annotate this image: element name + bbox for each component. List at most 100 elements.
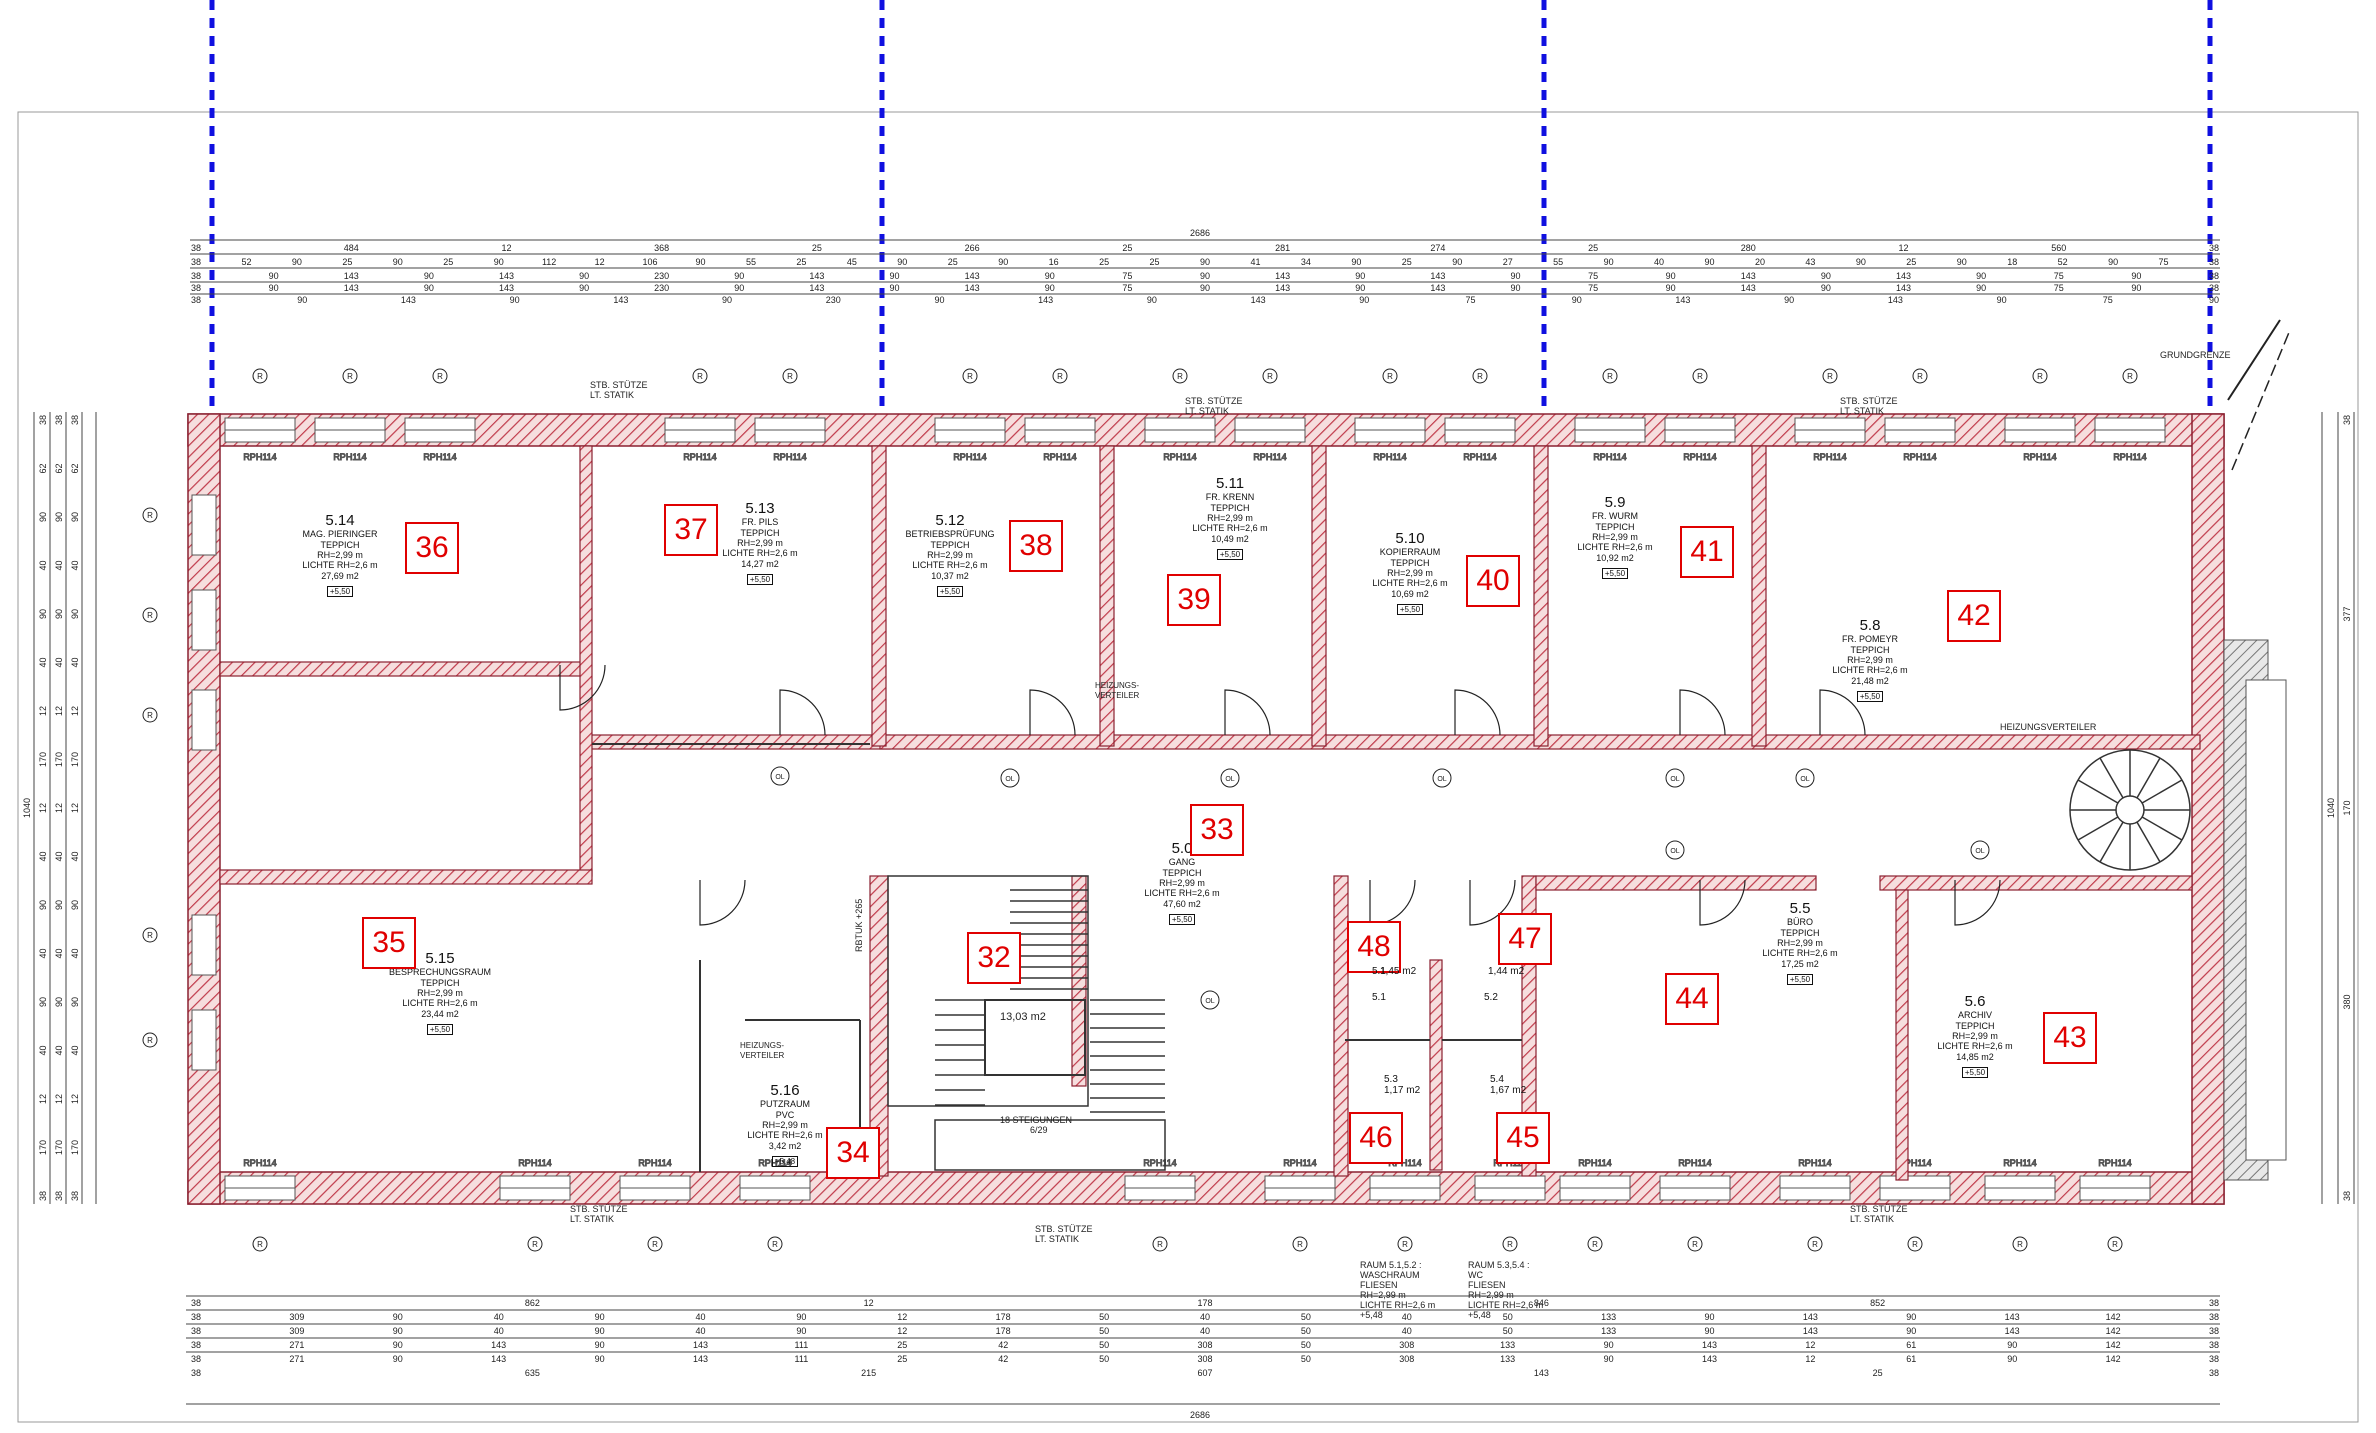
dim-bot-4: 90 <box>595 1340 605 1350</box>
dim-bot-6: 143 <box>1534 1368 1549 1378</box>
dim-left-3: 170 <box>70 1140 80 1155</box>
spiral-step <box>2136 821 2161 863</box>
window-code: RPH114 <box>638 1158 671 1168</box>
window-code: RPH114 <box>1143 1158 1176 1168</box>
dim-top-4: 230 <box>654 283 669 293</box>
dim-left-2: 62 <box>54 463 64 473</box>
dim-bot-5: 143 <box>693 1354 708 1364</box>
raum-note-a: FLIESEN <box>1360 1280 1398 1290</box>
dim-top-3: 90 <box>1200 271 1210 281</box>
dim-top-5: 90 <box>934 295 944 305</box>
ol-marker-label: OL <box>775 774 784 781</box>
dim-top-3: 90 <box>1355 271 1365 281</box>
dim-bot-5: 133 <box>1500 1354 1515 1364</box>
dim-bot-4: 90 <box>1604 1340 1614 1350</box>
raum-note-b: FLIESEN <box>1468 1280 1506 1290</box>
window-code: RPH114 <box>243 452 276 462</box>
stair-steps: 18 STEIGUNGEN <box>1000 1115 1072 1125</box>
r-marker <box>1692 368 1708 384</box>
dim-bot-2: 50 <box>1503 1312 1513 1322</box>
dim-bot-3: 12 <box>897 1326 907 1336</box>
r-marker-label: R <box>2127 372 2133 381</box>
window-code: RPH114 <box>333 452 366 462</box>
stb-label: STB. STÜTZE <box>1035 1224 1093 1234</box>
dim-top-5: 90 <box>1147 295 1157 305</box>
dim-top-5: 90 <box>1784 295 1794 305</box>
dim-bot-6: 38 <box>191 1368 201 1378</box>
dim-top-3: 90 <box>1045 271 1055 281</box>
r-marker <box>1807 1236 1823 1252</box>
r-marker-label: R <box>1697 372 1703 381</box>
dim-top-2: 90 <box>1604 257 1614 267</box>
ol-marker <box>1000 768 1020 788</box>
r-marker-label: R <box>1812 1240 1818 1249</box>
raum-note-a: RAUM 5.1,5.2 : <box>1360 1260 1422 1270</box>
r-marker-label: R <box>1267 372 1273 381</box>
dim-top-2: 43 <box>1805 257 1815 267</box>
dim-top-1: 266 <box>965 243 980 253</box>
dim-left-2: 170 <box>54 1140 64 1155</box>
dim-top-4: 75 <box>1122 283 1132 293</box>
dim-top-5: 38 <box>191 295 201 305</box>
dim-top-4: 90 <box>269 283 279 293</box>
dim-left-1: 12 <box>38 803 48 813</box>
dim-bot-5: 90 <box>2007 1354 2017 1364</box>
raum-note-b: RH=2,99 m <box>1468 1290 1514 1300</box>
dim-bot-3: 90 <box>595 1326 605 1336</box>
dim-top-5: 90 <box>510 295 520 305</box>
dim-bot-3: 90 <box>393 1326 403 1336</box>
dim-top-3: 143 <box>344 271 359 281</box>
dim-bot-5: 90 <box>393 1354 403 1364</box>
dim-left-2: 12 <box>54 803 64 813</box>
dim-left-2: 38 <box>54 415 64 425</box>
r-marker-label: R <box>2017 1240 2023 1249</box>
dim-bot-2: 133 <box>1601 1312 1616 1322</box>
dim-top-4: 90 <box>1045 283 1055 293</box>
room-badge: 38 <box>1009 520 1063 572</box>
window-code: RPH114 <box>1463 452 1496 462</box>
dim-bot-3: 142 <box>2106 1326 2121 1336</box>
room-badge: 42 <box>1947 590 2001 642</box>
dim-top-4: 143 <box>499 283 514 293</box>
dim-top-4: 143 <box>1430 283 1445 293</box>
room-badge: 40 <box>1466 555 1520 607</box>
r-marker-label: R <box>1607 372 1613 381</box>
dim-left-1: 90 <box>38 997 48 1007</box>
dim-bot-4: 133 <box>1500 1340 1515 1350</box>
dim-bot-1: 38 <box>2209 1298 2219 1308</box>
dim-bot-3: 50 <box>1301 1326 1311 1336</box>
stair-area: 13,03 m2 <box>1000 1011 1046 1023</box>
window-code: RPH114 <box>1813 452 1846 462</box>
stb-label: LT. STATIK <box>1840 406 1884 416</box>
stb-label: LT. STATIK <box>1185 406 1229 416</box>
dim-top-4: 90 <box>1200 283 1210 293</box>
dim-bot-4: 61 <box>1906 1340 1916 1350</box>
dim-bot-5: 90 <box>1604 1354 1614 1364</box>
dim-left-3: 90 <box>70 609 80 619</box>
r-marker-label: R <box>2112 1240 2118 1249</box>
room-badge: 43 <box>2043 1012 2097 1064</box>
dim-bot-2: 50 <box>1301 1312 1311 1322</box>
dim-bot-4: 143 <box>1702 1340 1717 1350</box>
stb-label: STB. STÜTZE <box>570 1204 628 1214</box>
spiral-step <box>2099 757 2124 799</box>
dim-top-2: 45 <box>847 257 857 267</box>
partition-lines <box>592 743 1522 1172</box>
spiral-step <box>2077 816 2119 841</box>
dim-bot-2: 40 <box>1402 1312 1412 1322</box>
r-marker-label: R <box>1402 1240 1408 1249</box>
dim-bot-2: 90 <box>393 1312 403 1322</box>
room-badge: 37 <box>664 504 718 556</box>
dim-top-2: 25 <box>1906 257 1916 267</box>
area-wc-b: 1,67 m2 <box>1490 1085 1527 1096</box>
dim-top-2: 25 <box>1099 257 1109 267</box>
area-5-1: 5.1 <box>1372 966 1386 977</box>
dim-bot-5: 42 <box>998 1354 1008 1364</box>
dim-top-1: 280 <box>1741 243 1756 253</box>
dim-left-2: 90 <box>54 900 64 910</box>
door-swing <box>1679 689 1726 736</box>
dim-left-1: 40 <box>38 1045 48 1055</box>
dim-top-3: 90 <box>1976 271 1986 281</box>
grundgrenze-label: GRUNDGRENZE <box>2160 350 2231 360</box>
